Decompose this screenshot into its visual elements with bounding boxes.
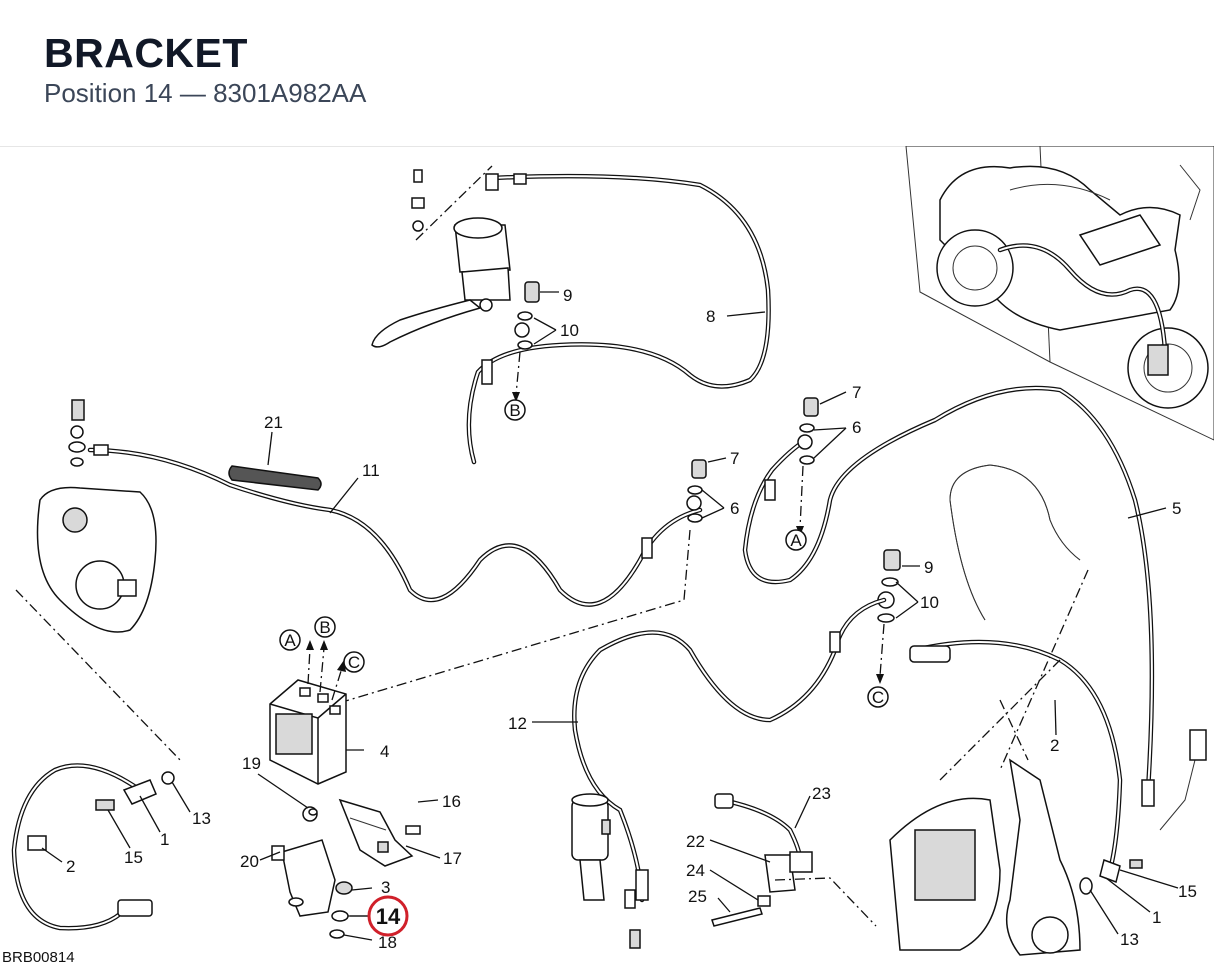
callout-7-right: 7	[852, 383, 861, 402]
callout-9-right: 9	[924, 558, 933, 577]
callout-15-right: 15	[1178, 882, 1197, 901]
callout-5: 5	[1172, 499, 1181, 518]
callout-7-middle: 7	[730, 449, 739, 468]
motorcycle-inset	[905, 146, 1214, 441]
exploded-parts-diagram: 9 10 8 7 6 21 11 7 6 5 9 10 4 12 2 19 16…	[2, 146, 1214, 965]
protective-sleeve-21	[228, 465, 322, 491]
reference-markers: B A C A B C	[279, 399, 889, 708]
banjo-bolt-7-right	[796, 397, 819, 536]
highlight-label: 14	[376, 904, 401, 929]
callout-2-left: 2	[66, 857, 75, 876]
page-title: BRACKET	[44, 30, 248, 76]
page-header: BRACKET Position 14 — 8301A982AA	[0, 0, 1214, 147]
abs-control-unit	[269, 640, 347, 785]
callout-17: 17	[443, 849, 462, 868]
callout-12: 12	[508, 714, 527, 733]
front-wheel-speed-sensor	[11, 763, 175, 931]
callout-18: 18	[378, 933, 397, 952]
front-master-cylinder	[371, 165, 511, 348]
callout-10-right: 10	[920, 593, 939, 612]
rear-wheel-speed-sensor	[711, 793, 813, 927]
callout-8: 8	[706, 307, 715, 326]
callout-9-top: 9	[563, 286, 572, 305]
callout-13-left: 13	[192, 809, 211, 828]
banjo-bolt-9-top	[512, 281, 540, 402]
ref-a-right: A	[790, 531, 802, 550]
callout-13-right: 13	[1120, 930, 1139, 949]
bracket-assembly	[271, 798, 421, 939]
callout-23: 23	[812, 784, 831, 803]
callout-16: 16	[442, 792, 461, 811]
page-subtitle: Position 14 — 8301A982AA	[44, 78, 367, 108]
drawing-code: BRB00814	[2, 949, 75, 965]
callout-4: 4	[380, 742, 389, 761]
callout-11: 11	[362, 461, 380, 480]
rear-caliper-swingarm	[889, 729, 1207, 956]
ref-b-top: B	[509, 401, 520, 420]
callout-6-right: 6	[852, 418, 861, 437]
callout-10-top: 10	[560, 321, 579, 340]
callout-21: 21	[264, 413, 283, 432]
ref-a-abs: A	[284, 631, 296, 650]
ref-c-abs: C	[348, 653, 360, 672]
rear-master-cylinder	[571, 793, 641, 949]
callout-labels: 9 10 8 7 6 21 11 7 6 5 9 10 4 12 2 19 16…	[66, 286, 1197, 952]
callout-20: 20	[240, 852, 259, 871]
callout-15-left: 15	[124, 848, 143, 867]
ref-b-abs: B	[319, 618, 330, 637]
callout-6-middle: 6	[730, 499, 739, 518]
callout-3: 3	[381, 878, 390, 897]
callout-24: 24	[686, 861, 705, 880]
ref-c-right: C	[872, 688, 884, 707]
callout-25: 25	[688, 887, 707, 906]
callout-22: 22	[686, 832, 705, 851]
banjo-bolt-9-right	[876, 549, 901, 684]
callout-2-right: 2	[1050, 736, 1059, 755]
highlight-position-14: 14	[350, 895, 409, 937]
callout-1-right: 1	[1152, 908, 1161, 927]
front-left-caliper	[36, 399, 157, 633]
callout-19: 19	[242, 754, 261, 773]
highlight-ring	[367, 895, 409, 937]
callout-1-left: 1	[160, 830, 169, 849]
brake-hose-11	[87, 447, 703, 607]
banjo-bolt-7-middle	[686, 459, 707, 523]
